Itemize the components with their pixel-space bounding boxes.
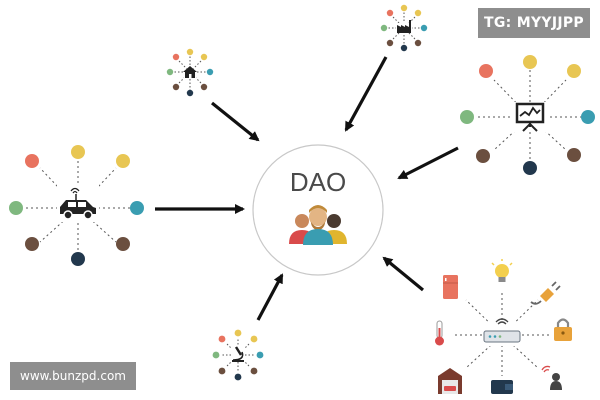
telegram-badge: TG: MYYJJPP — [478, 8, 590, 38]
presentation-chart-icon — [513, 102, 547, 132]
home-hub — [166, 48, 214, 97]
garage-icon — [438, 368, 462, 394]
iot-hub — [435, 259, 572, 394]
connected-person-icon — [541, 365, 562, 390]
home-icon — [183, 66, 197, 79]
padlock-icon — [554, 318, 572, 341]
car-hub — [9, 145, 144, 266]
microscope-hub — [212, 329, 264, 381]
factory-icon — [396, 20, 412, 33]
arrow-microscope — [256, 273, 284, 321]
power-plug-icon — [530, 281, 561, 305]
microscope-icon — [231, 346, 245, 362]
arrow-presentation — [397, 146, 459, 180]
wallet-icon — [491, 380, 513, 394]
arrows — [155, 56, 459, 321]
arrow-iot — [382, 256, 425, 292]
fridge-icon — [443, 275, 458, 299]
arrow-home — [210, 101, 260, 142]
dao-node: DAO — [252, 144, 384, 276]
website-watermark: www.bunzpd.com — [10, 362, 136, 390]
arrow-factory — [344, 56, 388, 132]
presentation-hub — [460, 55, 595, 175]
factory-hub — [380, 4, 428, 52]
lightbulb-icon — [491, 259, 513, 282]
thermometer-icon — [435, 320, 444, 346]
router-icon — [482, 318, 522, 346]
connected-car-icon — [57, 184, 99, 222]
dao-label: DAO — [290, 167, 346, 197]
people-icon — [289, 205, 347, 245]
